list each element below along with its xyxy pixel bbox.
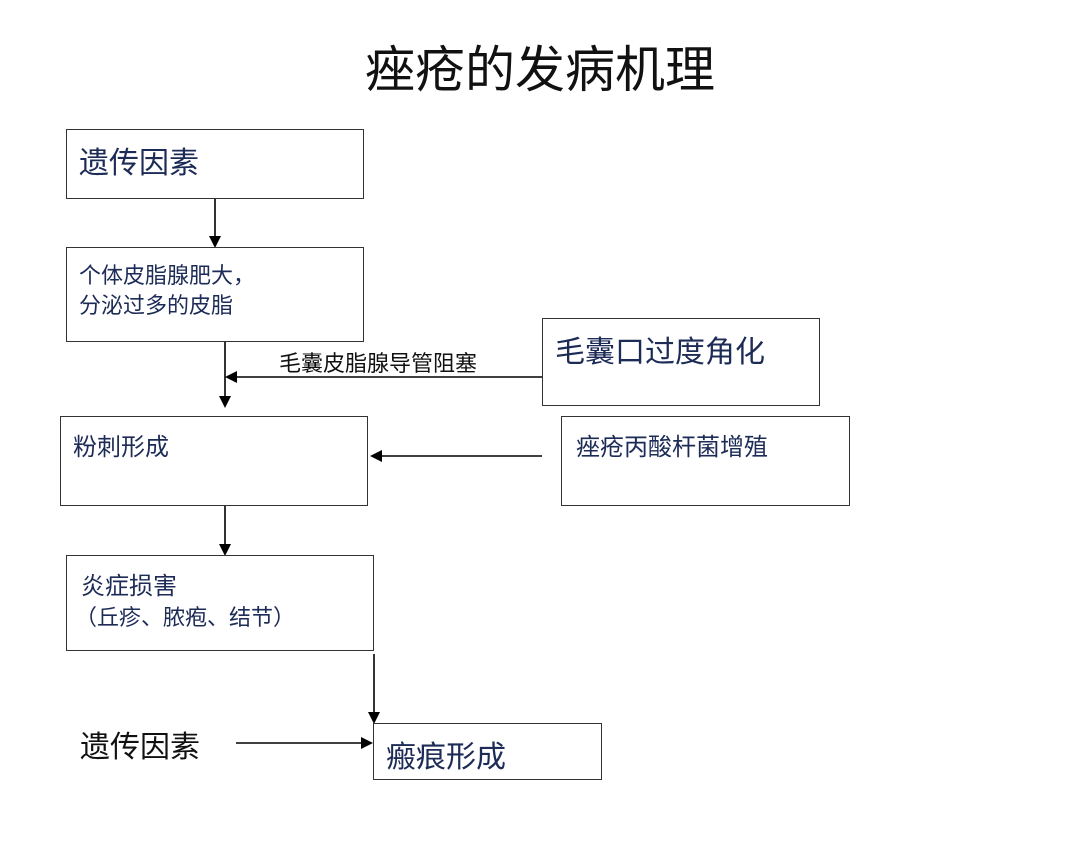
node-sebaceous-line1: 个体皮脂腺肥大， xyxy=(79,264,256,289)
label-duct-block: 毛囊皮脂腺导管阻塞 xyxy=(279,352,478,377)
node-comedone-label: 粉刺形成 xyxy=(73,433,169,461)
node-genetics: 遗传因素 xyxy=(66,129,364,199)
node-bacteria-label: 痤疮丙酸杆菌增殖 xyxy=(576,433,768,461)
node-scar-label: 瘢痕形成 xyxy=(386,740,506,775)
node-comedone: 粉刺形成 xyxy=(60,416,368,506)
node-bacteria: 痤疮丙酸杆菌增殖 xyxy=(561,416,850,506)
node-sebaceous: 个体皮脂腺肥大， 分泌过多的皮脂 xyxy=(66,247,364,342)
node-inflammation: 炎症损害 （丘疹、脓疱、结节） xyxy=(66,555,374,651)
node-keratinization: 毛囊口过度角化 xyxy=(542,318,820,406)
diagram-title: 痤疮的发病机理 xyxy=(365,41,715,99)
node-keratinization-label: 毛囊口过度角化 xyxy=(555,335,765,370)
node-scar: 瘢痕形成 xyxy=(373,723,602,780)
node-inflammation-line1: 炎症损害 xyxy=(81,572,177,600)
node-genetics-label: 遗传因素 xyxy=(79,146,199,181)
node-sebaceous-line2: 分泌过多的皮脂 xyxy=(79,294,234,319)
label-genetics-free: 遗传因素 xyxy=(80,730,200,765)
node-inflammation-line2: （丘疹、脓疱、结节） xyxy=(75,606,296,631)
